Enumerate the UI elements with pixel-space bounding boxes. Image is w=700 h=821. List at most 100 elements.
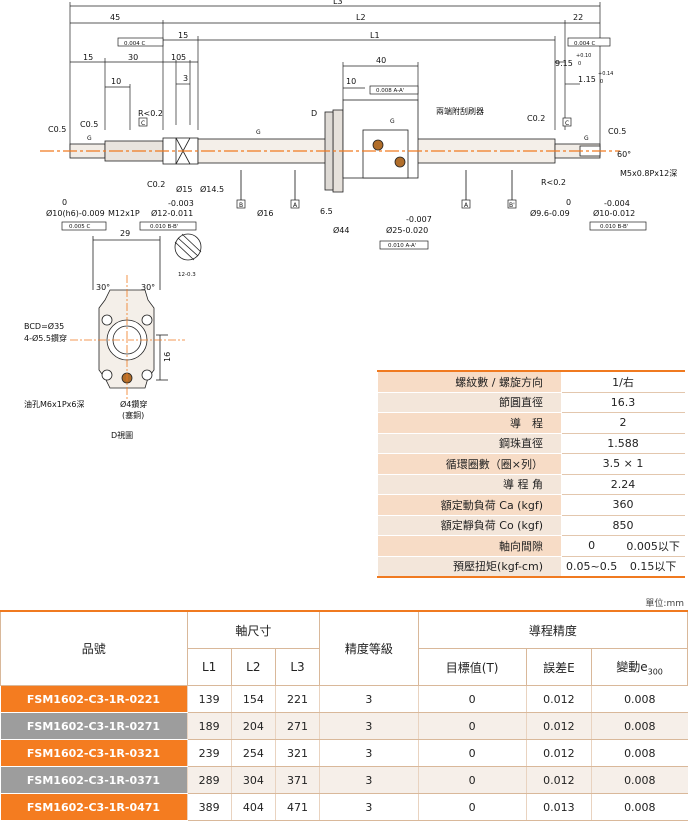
cell-l3: 221 <box>274 685 320 713</box>
spec-label: 預壓扭矩(kgf-cm) <box>377 555 562 578</box>
dim-65: 6.5 <box>320 207 333 216</box>
spec-row: 循環圈數（圈×列）3.5 × 1 <box>377 453 685 475</box>
dim-45: 45 <box>110 13 120 22</box>
unit-label: 單位:mm <box>645 599 684 609</box>
cell-l1: 139 <box>186 685 232 713</box>
cell-t: 0 <box>417 685 527 713</box>
tol-0010-bb: 0.010 B-B' <box>150 224 178 230</box>
angle-60: 60° <box>617 150 631 159</box>
tol-915: +0.10 <box>576 53 591 59</box>
phi4-sub: (塞銅) <box>122 410 144 420</box>
dim-30: 30 <box>128 53 138 62</box>
m12: M12x1P <box>108 209 140 218</box>
datum-a2: A <box>464 202 469 209</box>
header-grade: 精度等級 <box>319 610 419 686</box>
tol-0010-aa: 0.010 A-A' <box>388 243 416 249</box>
header-l2: L2 <box>230 648 276 686</box>
phi44: Ø44 <box>333 225 349 235</box>
deg-30-left: 30° <box>96 283 110 292</box>
dim-l2: L2 <box>356 13 366 22</box>
dim-22: 22 <box>573 13 583 22</box>
tol-115b: 0 <box>600 79 603 85</box>
phi10r: Ø10-0.012 <box>593 208 635 218</box>
datum-b2: B' <box>509 202 515 209</box>
spec-value: 360 <box>561 494 685 516</box>
phi145: Ø14.5 <box>200 184 224 194</box>
c05-right: C0.5 <box>608 127 626 136</box>
dim-l3: L3 <box>333 0 343 6</box>
phi96-0: 0 <box>566 198 571 207</box>
holes: 4-Ø5.5鑽穿 <box>24 333 67 343</box>
spec-value-2: 0.15以下 <box>621 555 685 578</box>
spec-value: 2.24 <box>561 473 685 495</box>
tol-0005-c: 0.005 C <box>69 224 90 230</box>
c05-2: C0.5 <box>80 120 98 129</box>
dim-15a: 15 <box>178 31 188 40</box>
spec-label: 軸向間隙 <box>377 535 562 557</box>
c02-right: C0.2 <box>527 114 545 123</box>
cell-v: 0.008 <box>591 712 688 740</box>
cell-l3: 471 <box>274 793 320 821</box>
tol-0004-c2: 0.004 C <box>574 41 595 47</box>
dim-l1: L1 <box>370 31 380 40</box>
cell-t: 0 <box>417 739 527 767</box>
dim-15b: 15 <box>83 53 93 62</box>
cell-l2: 304 <box>230 766 276 794</box>
dim-16: 16 <box>163 352 172 362</box>
header-l3: L3 <box>274 648 321 686</box>
spec-value-1: 0 <box>560 535 623 557</box>
spec-row: 額定動負荷 Ca (kgf)360 <box>377 494 685 516</box>
dim-40: 40 <box>376 56 386 65</box>
header-shaft: 軸尺寸 <box>186 610 321 649</box>
dim-10b: 10 <box>111 77 121 86</box>
cell-l2: 154 <box>230 685 276 713</box>
spec-value-1: 0.05~0.5 <box>560 555 623 578</box>
phi10h6: Ø10(h6)-0.009 <box>46 208 105 218</box>
cell-l3: 371 <box>274 766 320 794</box>
cell-part: FSM1602-C3-1R-0471 <box>0 793 187 821</box>
phi16: Ø16 <box>257 208 273 218</box>
cell-e: 0.013 <box>525 793 592 821</box>
phi96: Ø9.6-0.09 <box>530 208 570 218</box>
m5-thread: M5x0.8Px12深 <box>620 169 677 178</box>
dim-10a: 10 <box>171 53 181 62</box>
cell-grade: 3 <box>319 793 419 821</box>
dim-915: 9.15 <box>555 59 573 68</box>
cell-grade: 3 <box>319 712 419 740</box>
dim-5: 5 <box>181 53 186 62</box>
cell-e: 0.012 <box>525 739 592 767</box>
cell-l3: 321 <box>274 739 320 767</box>
datum-a: A <box>293 202 298 209</box>
wiper-label: 兩端附刮刷器 <box>436 106 484 116</box>
cell-v: 0.008 <box>591 685 688 713</box>
header-part: 品號 <box>0 610 188 686</box>
cell-v: 0.008 <box>591 766 688 794</box>
header-error: 誤差E <box>525 648 593 686</box>
g-4: G <box>584 135 589 142</box>
cell-grade: 3 <box>319 685 419 713</box>
header-target: 目標值(T) <box>417 648 527 686</box>
cell-t: 0 <box>417 712 527 740</box>
cell-e: 0.012 <box>525 712 592 740</box>
datum-c2: C <box>565 120 569 127</box>
label-d: D <box>311 109 317 118</box>
cell-e: 0.012 <box>525 685 592 713</box>
dim-115: 1.15 <box>578 75 596 84</box>
c05-left: C0.5 <box>48 125 66 134</box>
header-variation: 變動e300 <box>591 648 688 686</box>
header-l1: L1 <box>186 648 232 686</box>
oil-hole: 油孔M6x1Px6深 <box>24 399 84 409</box>
tol-0010-bb2: 0.010 B-B' <box>600 224 628 230</box>
header-lead: 導程精度 <box>417 610 689 649</box>
spec-label: 螺紋數 / 螺旋方向 <box>377 370 562 393</box>
spec-value: 2 <box>561 412 685 434</box>
cell-l2: 404 <box>230 793 276 821</box>
tol-0008: 0.008 A-A' <box>376 88 404 94</box>
spec-label: 節圓直徑 <box>377 391 562 413</box>
cell-t: 0 <box>417 793 527 821</box>
cell-grade: 3 <box>319 739 419 767</box>
cell-l1: 189 <box>186 712 232 740</box>
